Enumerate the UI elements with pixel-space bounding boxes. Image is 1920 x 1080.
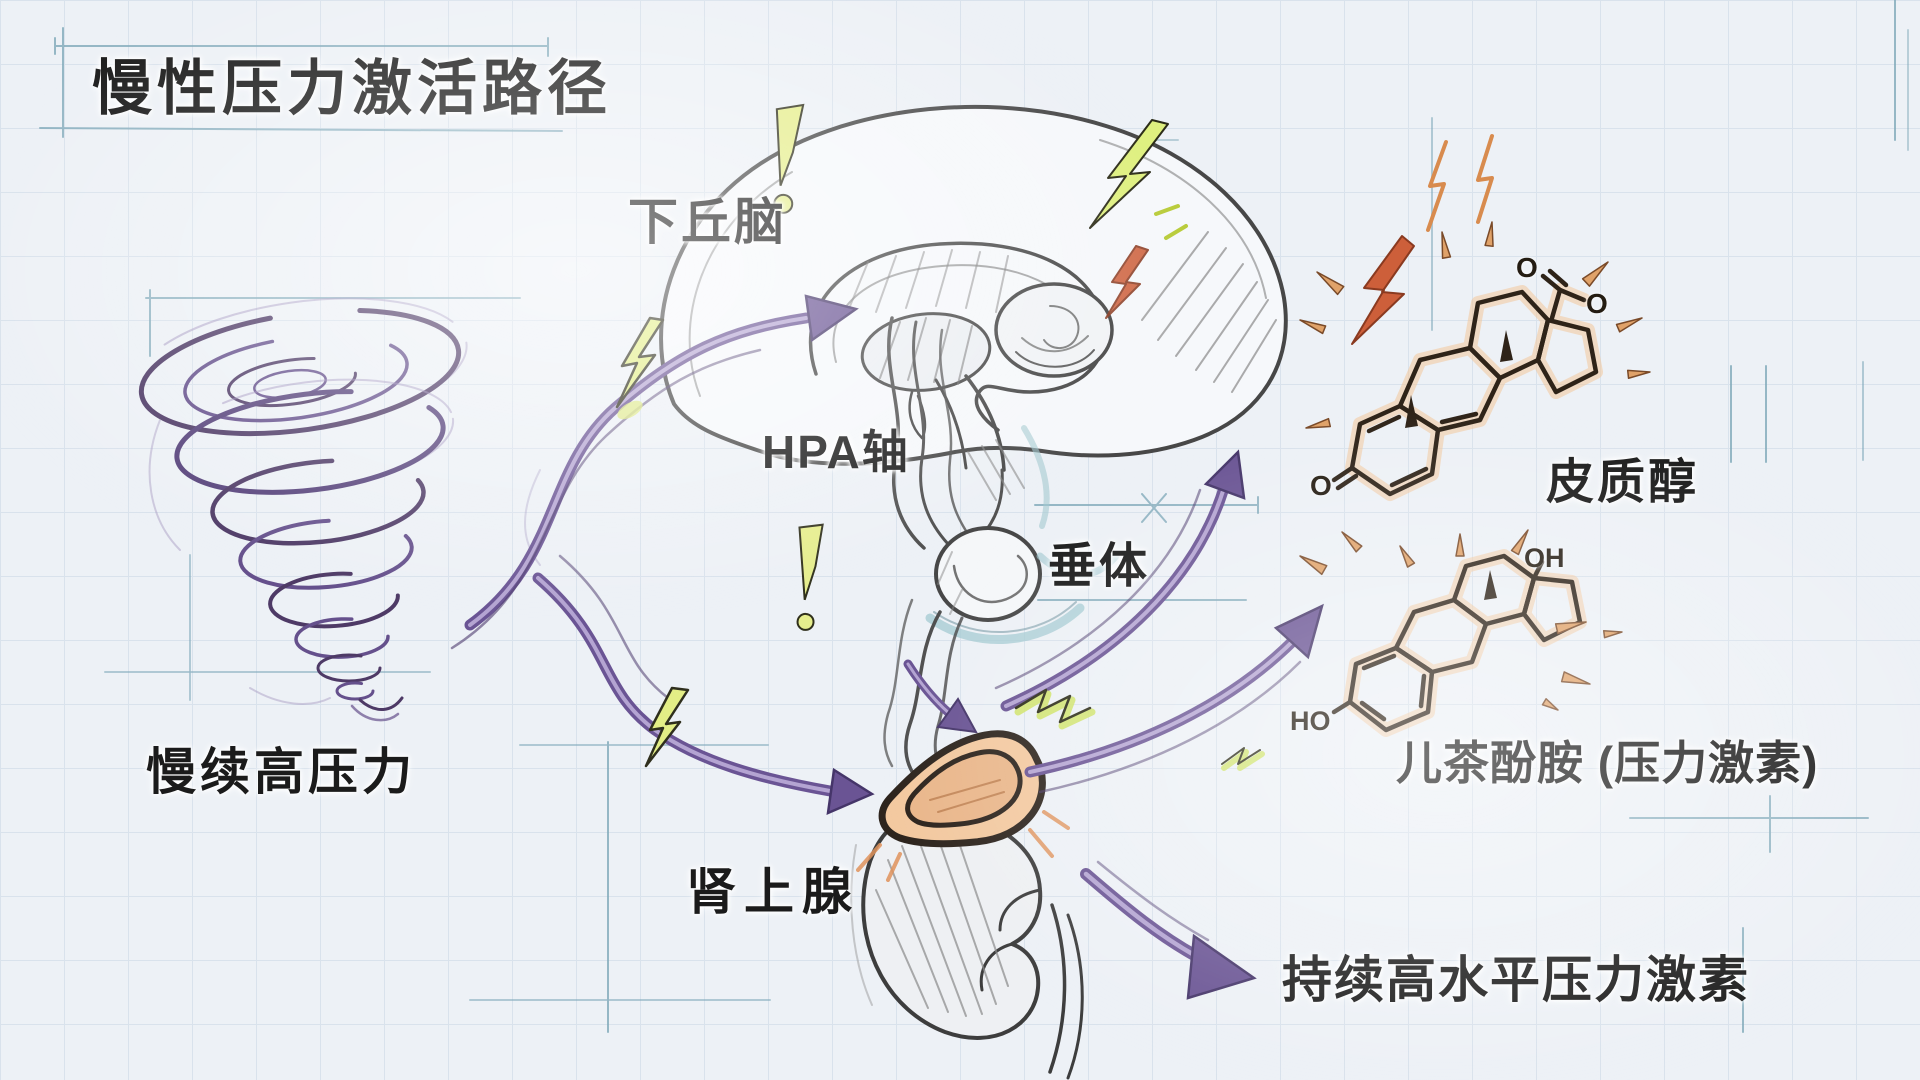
tornado-sketch	[132, 297, 541, 722]
outcome-label: 持续高水平压力激素	[1282, 952, 1750, 1008]
brain-sketch	[659, 105, 1288, 472]
hpa-axis-label: HPA轴	[762, 426, 910, 478]
catecholamines-label: 儿茶酚胺 (压力激素)	[1396, 737, 1819, 789]
arrow-kidney-to-outcome	[1080, 860, 1257, 1000]
catecholamine-oh-label: OH	[1524, 543, 1565, 573]
cortisol-ketone-oxygen-label: O	[1310, 470, 1332, 501]
orange-lightning-icons	[1426, 134, 1494, 232]
cortisol-side-oxygen-label: O	[1586, 288, 1608, 319]
pituitary-label: 垂体	[1048, 540, 1151, 593]
stressor-label: 慢续高压力	[146, 744, 416, 800]
hypothalamus-label: 下丘脑	[628, 194, 787, 250]
arrow-stress-to-adrenal	[532, 554, 875, 816]
catecholamine-ho-label: HO	[1290, 706, 1331, 736]
cortisol-label: 皮质醇	[1546, 456, 1700, 509]
adrenal-kidney-sketch	[850, 730, 1084, 1080]
page-title: 慢性压力激活路径	[92, 55, 612, 122]
cortisol-top-oxygen-label: O	[1516, 252, 1538, 283]
adrenal-label: 肾上腺	[686, 864, 860, 920]
